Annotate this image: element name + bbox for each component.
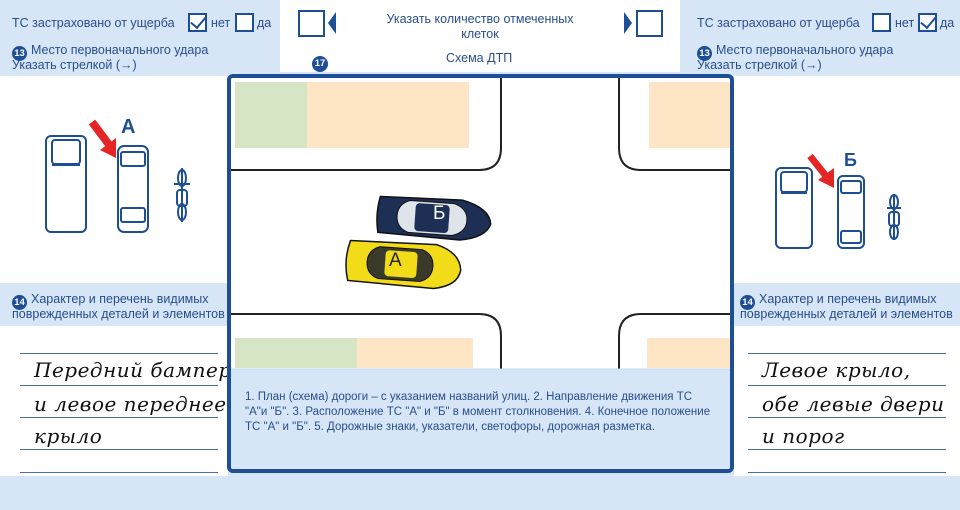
right-ruled-line	[748, 417, 946, 418]
instructions-bg	[231, 369, 730, 469]
right-damage-num: 14	[740, 295, 755, 310]
right-impact-label: Место первоначального удара	[716, 43, 894, 57]
left-vehicle-diagram[interactable]	[30, 110, 210, 240]
left-impact-label: Место первоначального удара	[31, 43, 209, 57]
left-insured-label: ТС застраховано от ущерба	[12, 16, 175, 30]
right-insured-label: ТС застраховано от ущерба	[697, 16, 860, 30]
left-ruled-line	[20, 472, 218, 473]
right-no-checkbox[interactable]	[872, 13, 891, 32]
left-impact-num: 13	[12, 46, 27, 61]
left-damage-num: 14	[12, 295, 27, 310]
bicycle-icon	[887, 194, 901, 240]
right-impact-heading: 13 Место первоначального удара	[697, 43, 893, 61]
left-damage-text-3[interactable]: крыло	[34, 424, 103, 448]
left-damage-label-1: Характер и перечень видимых	[31, 292, 209, 306]
left-damage-text-2[interactable]: и левое переднее	[34, 392, 227, 416]
car-b-icon	[376, 195, 492, 241]
right-damage-panel	[734, 326, 960, 476]
left-ruled-line	[20, 353, 218, 354]
left-no-checkbox[interactable]	[188, 11, 207, 32]
right-impact-hint: Указать стрелкой (→)	[697, 58, 822, 72]
scheme-num: 17	[312, 56, 328, 72]
right-ruled-line	[748, 449, 946, 450]
block-top-right	[618, 78, 730, 171]
scheme-label: Схема ДТП	[446, 51, 513, 65]
block-bottom-right	[618, 313, 730, 369]
right-impact-num: 13	[697, 46, 712, 61]
right-yes-label: да	[940, 16, 955, 30]
bicycle-icon	[174, 168, 190, 222]
count-box-right[interactable]	[636, 10, 663, 37]
count-box-left[interactable]	[298, 10, 325, 37]
car-b-label: Б	[433, 203, 446, 224]
right-damage-label-2: поврежденных деталей и элементов	[740, 307, 953, 321]
scheme-instructions: 1. План (схема) дороги – с указанием наз…	[245, 391, 711, 433]
car-a-label: А	[389, 250, 402, 271]
left-ruled-line	[20, 417, 218, 418]
right-ruled-line	[748, 385, 946, 386]
check-icon	[190, 11, 207, 30]
right-damage-text-3[interactable]: и порог	[762, 424, 845, 448]
right-damage-heading: 14 Характер и перечень видимых	[740, 292, 937, 310]
car-a-scheme-icon	[345, 239, 462, 290]
left-yes-label: да	[257, 16, 272, 30]
right-damage-label-1: Характер и перечень видимых	[759, 292, 937, 306]
left-yes-checkbox[interactable]	[235, 13, 254, 32]
left-diagram-panel	[0, 76, 228, 283]
check-icon	[920, 11, 937, 30]
left-damage-label-2: поврежденных деталей и элементов	[12, 307, 225, 321]
impact-arrow-icon	[807, 153, 834, 188]
right-damage-text-2[interactable]: обе левые двери	[762, 392, 945, 416]
right-ruled-line	[748, 353, 946, 354]
right-vehicle-letter: Б	[844, 150, 857, 170]
left-impact-hint: Указать стрелкой (→)	[12, 58, 137, 72]
count-label: Указать количество отмеченных клеток	[386, 12, 574, 41]
center-header	[280, 0, 680, 72]
car-b-icon	[837, 175, 865, 249]
intersection-diagram[interactable]	[231, 78, 730, 469]
left-damage-panel	[0, 326, 228, 476]
impact-arrow-icon	[88, 119, 116, 158]
scheme-num-badge: 17	[312, 51, 332, 72]
left-ruled-line	[20, 385, 218, 386]
block-bottom-left	[231, 313, 502, 369]
left-ruled-line	[20, 449, 218, 450]
chevron-right-icon	[624, 12, 632, 34]
scheme-frame[interactable]: Б А 1. План (схема) дороги – с указанием…	[227, 74, 734, 473]
left-vehicle-letter: А	[121, 116, 136, 138]
left-impact-heading: 13 Место первоначального удара	[12, 43, 208, 61]
right-damage-text-1[interactable]: Левое крыло,	[762, 358, 911, 382]
block-top-left	[231, 78, 502, 171]
left-damage-text-1[interactable]: Передний бампер	[34, 358, 232, 382]
left-damage-heading: 14 Характер и перечень видимых	[12, 292, 209, 310]
right-vehicle-diagram[interactable]	[760, 150, 920, 260]
right-no-label: нет	[895, 16, 915, 30]
car-a-icon	[117, 145, 149, 233]
left-no-label: нет	[211, 16, 231, 30]
right-yes-checkbox[interactable]	[918, 11, 937, 32]
right-ruled-line	[748, 472, 946, 473]
truck-icon	[775, 167, 813, 249]
truck-icon	[45, 135, 87, 233]
chevron-left-icon	[328, 12, 336, 34]
